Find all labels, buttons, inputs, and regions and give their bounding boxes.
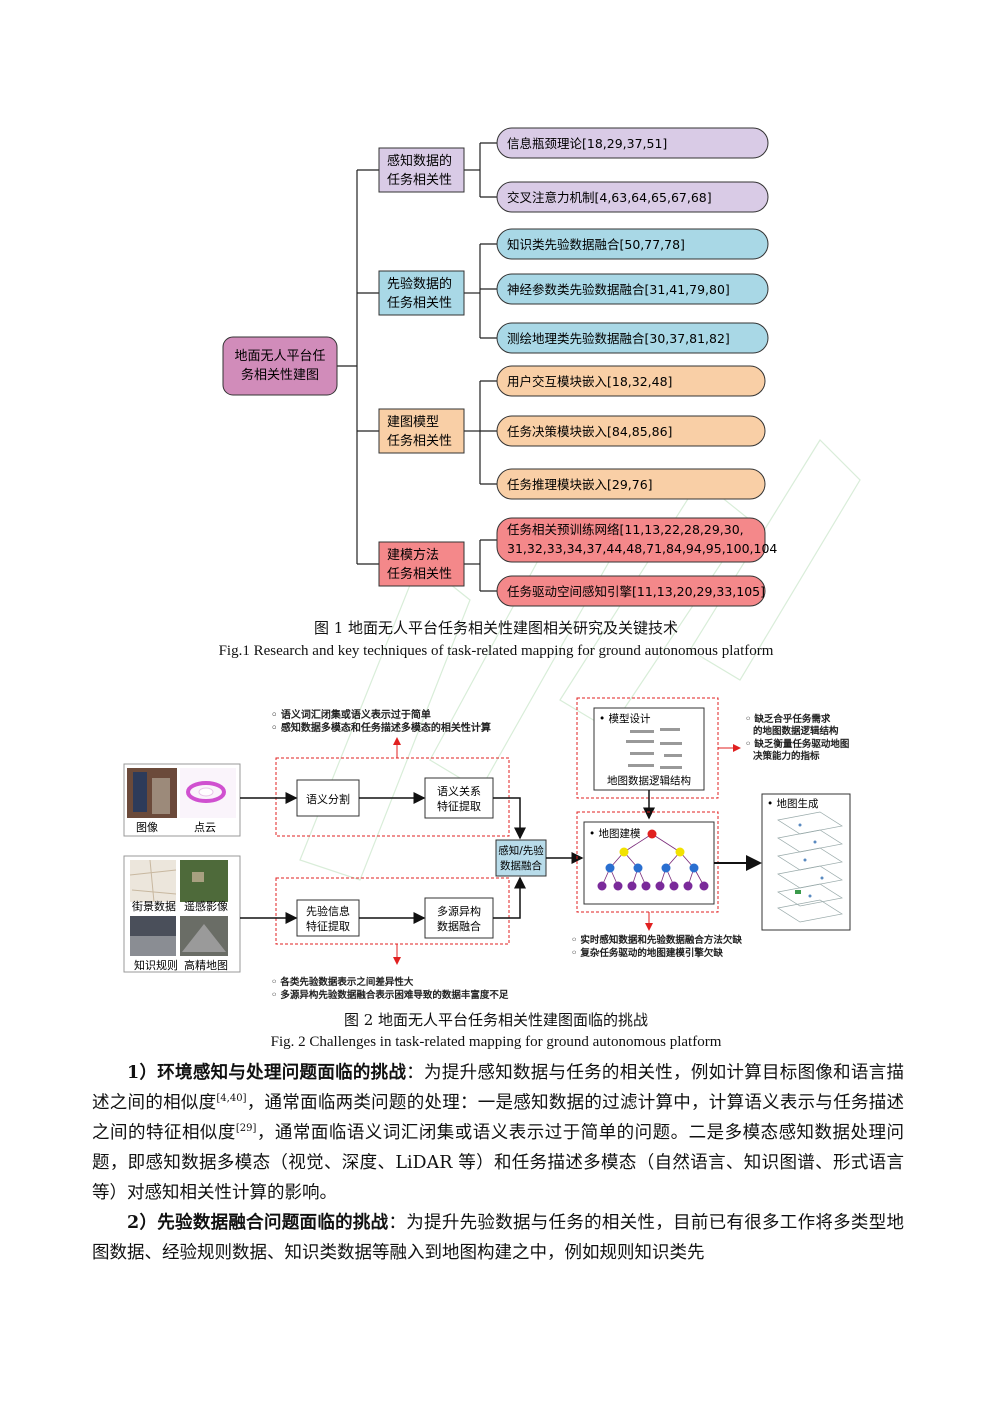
box-fusion-2: 数据融合 xyxy=(500,859,542,872)
root-line1: 地面无人平台任 xyxy=(234,349,325,364)
fig2-caption-cn: 图 2 地面无人平台任务相关性建图面临的挑战 xyxy=(343,1011,649,1029)
label-knowledge: 知识规则 xyxy=(134,958,178,972)
note-bottom-mid-1: ◦ 实时感知数据和先验数据融合方法欠缺 xyxy=(571,934,742,946)
fig2-caption-en: Fig. 2 Challenges in task-related mappin… xyxy=(270,1034,722,1050)
box-rel-1: 语义关系 xyxy=(437,784,481,798)
leaf-4-1a: 任务相关预训练网络[11,13,22,28,29,30, xyxy=(507,522,744,537)
leaf-3-1: 用户交互模块嵌入[18,32,48] xyxy=(507,374,672,389)
box-prior-1: 先验信息 xyxy=(306,904,350,918)
leaf-4-1b: 31,32,33,34,37,44,48,71,84,94,95,100,104 xyxy=(507,541,777,556)
label-streetview: 街景数据 xyxy=(132,899,176,913)
note-right-1: ◦ 缺乏合乎任务需求 xyxy=(745,713,831,725)
group-node-prior xyxy=(378,270,465,316)
label-pointcloud: 点云 xyxy=(194,821,216,834)
paragraph-1: 1）环境感知与处理问题面临的挑战：为提升感知数据与任务的相关性，例如计算目标图像… xyxy=(92,1063,905,1203)
fig1-caption-en: Fig.1 Research and key techniques of tas… xyxy=(218,643,774,659)
group-node-model xyxy=(378,408,465,454)
label-remote: 遥感影像 xyxy=(184,900,228,913)
paragraph-2: 2）先验数据融合问题面临的挑战：为提升先验数据与任务的相关性，目前已有很多工作将… xyxy=(92,1213,904,1263)
group-prior-line2: 任务相关性 xyxy=(387,295,452,311)
label-image: 图像 xyxy=(136,821,158,834)
group-model-line2: 任务相关性 xyxy=(387,433,452,449)
root-node xyxy=(222,336,338,396)
note-right-2: 的地图数据逻辑结构 xyxy=(753,725,839,737)
leaf-2-3: 测绘地理类先验数据融合[30,37,81,82] xyxy=(507,331,730,346)
group-method-line1: 建模方法 xyxy=(387,547,439,563)
note-right-4: 决策能力的指标 xyxy=(753,750,820,762)
leaf-3-3: 任务推理模块嵌入[29,76] xyxy=(507,477,653,492)
leaf-4-2: 任务驱动空间感知引擎[11,13,20,29,33,105] xyxy=(507,584,765,599)
box-prior-2: 特征提取 xyxy=(306,919,350,933)
note-bottom-left-2: ◦ 多源异构先验数据融合表示困难导致的数据丰富度不足 xyxy=(271,989,509,1001)
group-node-perception xyxy=(378,147,465,193)
p1-heading: 1）环境感知与处理问题面临的挑战 xyxy=(127,1063,407,1083)
label-model-design: • 模型设计 xyxy=(599,712,651,725)
note-top-1: ◦ 语义词汇闭集或语义表示过于简单 xyxy=(271,708,431,721)
leaf-2-2: 神经参数类先验数据融合[31,41,79,80] xyxy=(507,282,730,297)
group-prior-line1: 先验数据的 xyxy=(387,276,452,292)
label-map-gen: • 地图生成 xyxy=(767,797,819,810)
box-fusion-1: 感知/先验 xyxy=(498,844,544,857)
box-multi-1: 多源异构 xyxy=(437,904,481,918)
note-bottom-mid-2: ◦ 复杂任务驱动的地图建模引擎欠缺 xyxy=(571,947,723,959)
figure-2-diagram: ◦ 语义词汇闭集或语义表示过于简单 ◦ 感知数据多模态和任务描述多模态的相关性计… xyxy=(123,697,851,1001)
note-right-3: ◦ 缺乏衡量任务驱动地图 xyxy=(745,738,849,750)
leaf-1-1: 信息瓶颈理论[18,29,37,51] xyxy=(507,136,667,151)
figure-1-tree: 地面无人平台任 务相关性建图 感知数据的 任务相关性 先验数据的 任务相关性 建… xyxy=(222,127,777,607)
fig1-caption-cn: 图 1 地面无人平台任务相关性建图相关研究及关键技术 xyxy=(313,619,679,637)
root-line2: 务相关性建图 xyxy=(241,367,319,383)
label-hdmap: 高精地图 xyxy=(184,958,228,972)
group-node-method xyxy=(378,541,465,587)
group-model-line1: 建图模型 xyxy=(387,415,439,430)
note-top-2: ◦ 感知数据多模态和任务描述多模态的相关性计算 xyxy=(271,721,491,734)
box-rel-2: 特征提取 xyxy=(437,799,481,813)
note-bottom-left-1: ◦ 各类先验数据表示之间差异性大 xyxy=(271,976,414,988)
box-multi-2: 数据融合 xyxy=(437,919,481,933)
leaf-1-2: 交叉注意力机制[4,63,64,65,67,68] xyxy=(507,190,712,205)
box-semantic-seg: 语义分割 xyxy=(306,792,350,806)
group-perception-line2: 任务相关性 xyxy=(387,172,452,188)
label-logic-struct: 地图数据逻辑结构 xyxy=(607,774,691,787)
image-thumbnails: 图像 点云 街景数据 遥感影像 知识规则 高精地图 xyxy=(123,763,241,973)
leaf-3-2: 任务决策模块嵌入[84,85,86] xyxy=(507,424,672,439)
p2-heading: 2）先验数据融合问题面临的挑战 xyxy=(127,1213,389,1233)
group-perception-line1: 感知数据的 xyxy=(387,153,452,169)
label-map-build: • 地图建模 xyxy=(589,827,641,840)
leaf-2-1: 知识类先验数据融合[50,77,78] xyxy=(507,237,685,252)
group-method-line2: 任务相关性 xyxy=(387,566,452,582)
